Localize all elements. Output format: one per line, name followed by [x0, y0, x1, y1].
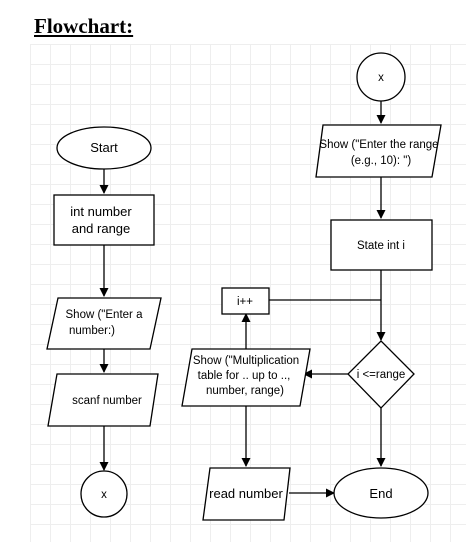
int-declaration-label-line1: int number — [70, 204, 132, 219]
show-table-line3: number, range) — [206, 385, 284, 397]
state-int-i-box — [330, 219, 433, 271]
show-enter-number-line1: Show ("Enter a — [66, 309, 144, 321]
show-enter-range-line1: Show ("Enter the range — [319, 139, 438, 151]
condition-decision — [347, 340, 415, 409]
scanf-number-label: scanf number — [72, 395, 142, 407]
start-terminator — [56, 126, 152, 170]
show-enter-range-line2: (e.g., 10): ") — [351, 155, 411, 167]
connector-left-label: x — [101, 489, 107, 501]
flowchart-edges — [99, 101, 386, 498]
read-number-io — [202, 467, 291, 521]
show-table-io — [181, 348, 311, 407]
end-terminator — [333, 467, 429, 519]
show-enter-number-io — [46, 297, 162, 350]
show-table-line2: table for .. up to .., — [198, 370, 291, 382]
scanf-number-io — [47, 373, 159, 427]
state-int-i-label: State int i — [357, 240, 405, 252]
start-label: Start — [90, 140, 118, 155]
int-declaration-label-line2: and range — [72, 221, 131, 236]
increment-box — [221, 287, 270, 315]
connector-top-label: x — [378, 72, 384, 84]
end-label: End — [369, 486, 392, 501]
increment-label: i++ — [237, 296, 253, 308]
show-enter-number-line2: number:) — [69, 325, 115, 337]
show-table-line1: Show ("Multiplication — [193, 355, 299, 367]
int-declaration-box — [53, 194, 155, 246]
page-title: Flowchart: — [34, 14, 134, 38]
connector-top — [356, 52, 406, 102]
connector-left — [80, 470, 128, 518]
condition-label: i <=range — [357, 369, 406, 381]
read-number-label: read number — [209, 486, 283, 501]
show-enter-range-io — [315, 124, 442, 178]
